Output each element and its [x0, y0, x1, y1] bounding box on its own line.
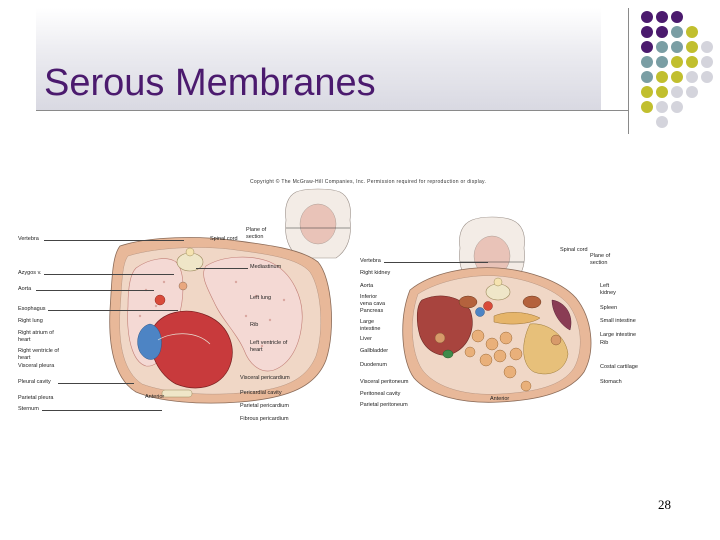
dot — [686, 71, 698, 83]
dot — [671, 11, 683, 23]
dot — [641, 41, 653, 53]
dot — [656, 11, 668, 23]
dot — [701, 41, 713, 53]
dot — [641, 71, 653, 83]
label-duodenum: Duodenum — [360, 362, 387, 368]
label-left-lung: Left lung — [250, 295, 272, 301]
slide-title: Serous Membranes — [44, 62, 376, 104]
label-parietal-peritoneum: Parietal peritoneum — [360, 402, 408, 408]
label-costal-cartilage: Costal cartilage — [600, 364, 638, 370]
dot — [656, 116, 668, 128]
leader-line — [44, 274, 174, 275]
leader-line — [42, 410, 162, 411]
label-vertebra-left: Vertebra — [18, 236, 39, 242]
dot — [671, 56, 683, 68]
dot — [701, 56, 713, 68]
label-visceral-peritoneum: Visceral peritoneum — [360, 379, 409, 385]
dot — [671, 86, 683, 98]
dot — [671, 101, 683, 113]
label-spinal-cord-right: Spinal cord — [560, 247, 588, 253]
label-left-ventricle: Left ventricle of heart — [250, 340, 288, 353]
dot — [641, 11, 653, 23]
dot — [686, 26, 698, 38]
label-left-kidney: Left kidney — [600, 283, 616, 296]
label-right-ventricle: Right ventricle of heart — [18, 348, 59, 361]
dot — [656, 26, 668, 38]
label-rib-left: Rib — [250, 322, 259, 328]
leader-line — [48, 310, 178, 311]
dot — [641, 101, 653, 113]
label-visceral-pericardium: Visceral pericardium — [240, 375, 290, 381]
dot — [671, 71, 683, 83]
page-number: 28 — [658, 497, 671, 512]
label-large-intestine-left: Large intestine — [360, 319, 381, 332]
label-visceral-pleura: Visceral pleura — [18, 363, 55, 369]
label-large-intestine-right: Large intestine — [600, 332, 637, 338]
leader-line — [44, 240, 184, 241]
dot — [686, 86, 698, 98]
label-plane-of-section-left: Plane of section — [246, 227, 267, 240]
label-anterior-right: Anterior — [490, 396, 510, 402]
label-liver: Liver — [360, 336, 372, 342]
title-divider-vertical — [628, 8, 629, 134]
label-azygos-v: Azygos v. — [18, 270, 42, 276]
label-vertebra-right: Vertebra — [360, 258, 381, 264]
dot — [686, 41, 698, 53]
label-spinal-cord-left: Spinal cord — [210, 236, 238, 242]
dot — [656, 101, 668, 113]
label-sternum: Sternum — [18, 406, 39, 412]
title-divider-horizontal — [36, 110, 628, 111]
dot — [656, 56, 668, 68]
label-fibrous-pericardium: Fibrous pericardium — [240, 416, 289, 422]
label-small-intestine: Small intestine — [600, 318, 636, 324]
label-gallbladder: Gallbladder — [360, 348, 389, 354]
label-right-atrium: Right atrium of heart — [18, 330, 54, 343]
label-plane-of-section-right: Plane of section — [590, 253, 611, 266]
dot — [641, 56, 653, 68]
dot — [656, 86, 668, 98]
label-aorta-left: Aorta — [18, 286, 32, 292]
leader-line — [196, 268, 248, 269]
dot — [656, 41, 668, 53]
label-inferior-vena-cava: Inferior vena cava — [360, 294, 386, 307]
label-right-kidney: Right kidney — [360, 270, 391, 276]
label-anterior-left: Anterior — [145, 394, 165, 400]
label-esophagus: Esophagus — [18, 306, 46, 312]
label-mediastinum: Mediastinum — [250, 264, 282, 270]
title-band — [36, 8, 601, 110]
dot — [656, 71, 668, 83]
dot — [701, 71, 713, 83]
label-stomach: Stomach — [600, 379, 622, 385]
leader-line — [58, 383, 134, 384]
label-right-lung: Right lung — [18, 318, 43, 324]
dot — [641, 26, 653, 38]
label-pleural-cavity: Pleural cavity — [18, 379, 51, 385]
copyright-notice: Copyright © The McGraw-Hill Companies, I… — [250, 179, 487, 185]
dot — [671, 26, 683, 38]
label-peritoneal-cavity: Peritoneal cavity — [360, 391, 401, 397]
dot — [671, 41, 683, 53]
label-aorta-right: Aorta — [360, 283, 374, 289]
dot — [641, 86, 653, 98]
label-parietal-pleura: Parietal pleura — [18, 395, 54, 401]
leader-line — [36, 290, 154, 291]
label-spleen: Spleen — [600, 305, 618, 311]
dot — [686, 56, 698, 68]
label-parietal-pericardium: Parietal pericardium — [240, 403, 289, 409]
leader-line — [384, 262, 488, 263]
label-pericardial-cavity: Pericardial cavity — [240, 390, 282, 396]
label-pancreas: Pancreas — [360, 308, 384, 314]
label-rib-right: Rib — [600, 340, 609, 346]
